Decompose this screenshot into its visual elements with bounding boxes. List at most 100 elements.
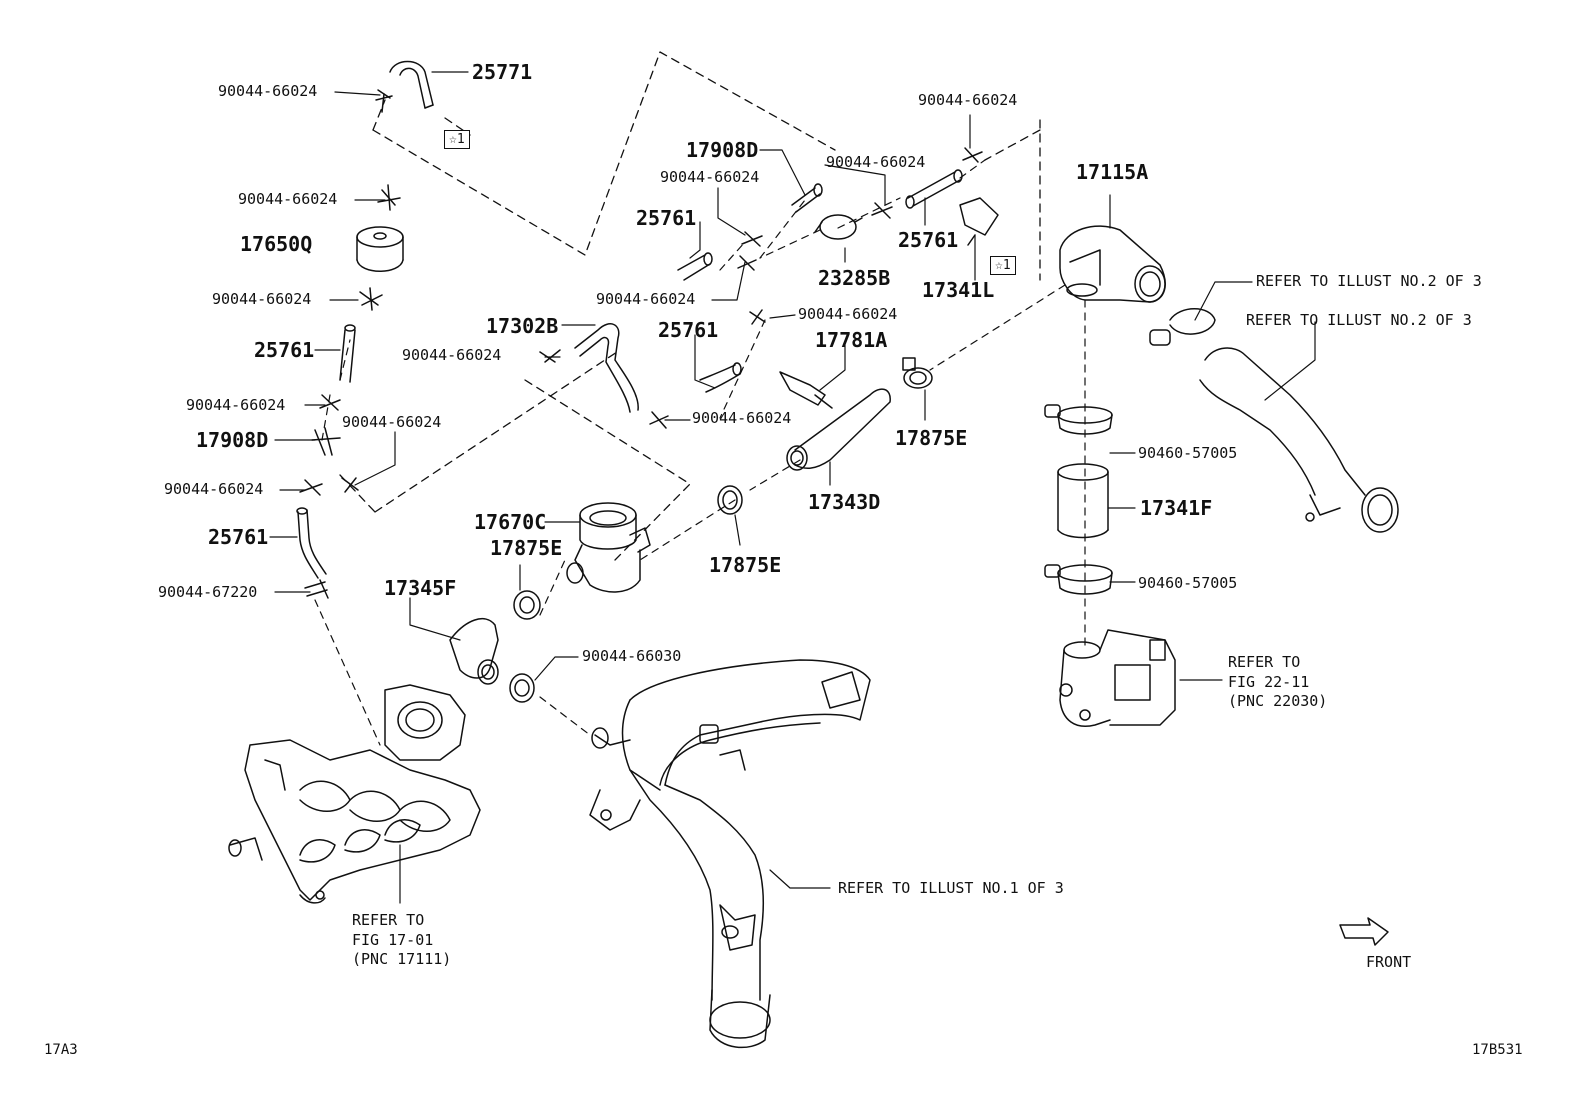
throttle-body-17115a [1059, 225, 1166, 303]
hose-25761-c [677, 252, 713, 281]
clamp-90460-b [1044, 564, 1113, 595]
label-90044-66030: 90044-66030 [582, 647, 682, 665]
label-17343d: 17343D [808, 490, 881, 514]
label-90044-66024: 90044-66024 [918, 91, 1018, 109]
pipe-17302b [574, 323, 639, 413]
clip-m [962, 147, 983, 163]
ref-illust-2-b: REFER TO ILLUST NO.2 OF 3 [1246, 311, 1472, 329]
clip-a [375, 89, 393, 113]
ref-fig-17-01: REFER TO FIG 17-01 (PNC 17111) [352, 911, 451, 970]
intake-manifold [228, 684, 481, 904]
label-17115a: 17115A [1076, 160, 1149, 184]
ref-fig-22-11-line3: (PNC 22030) [1228, 692, 1328, 710]
label-90044-66024: 90044-66024 [660, 168, 760, 186]
valve-17670c [566, 502, 651, 593]
hose-25761-e [905, 169, 963, 209]
clamp-upper-right [1149, 308, 1216, 346]
label-25761: 25761 [208, 525, 269, 549]
label-90044-66024: 90044-66024 [186, 396, 286, 414]
corner-code-left: 17A3 [44, 1042, 78, 1058]
ref-fig-22-11-line2: FIG 22-11 [1228, 672, 1310, 691]
corner-code-right: 17B531 [1472, 1042, 1523, 1058]
clip-h [741, 231, 763, 247]
label-25761: 25761 [658, 318, 719, 342]
throttle-body-fig22-11 [1059, 629, 1176, 727]
label-17650q: 17650Q [240, 232, 313, 256]
label-23285b: 23285B [818, 266, 891, 290]
clamp-90044-66030 [509, 673, 535, 703]
label-90044-66024: 90044-66024 [692, 409, 792, 427]
air-intake-duct [589, 659, 871, 1049]
clamp-17875e-b [717, 485, 743, 515]
connector-17908d-b [791, 183, 823, 213]
clip-d [319, 394, 341, 411]
ref-illust-1: REFER TO ILLUST NO.1 OF 3 [838, 879, 1064, 897]
valve-23285b [814, 214, 863, 240]
filter-17650q [356, 226, 404, 272]
label-17345f: 17345F [384, 576, 457, 600]
ref-fig-17-01-line1: REFER TO [352, 911, 425, 929]
hose-17341f [1057, 463, 1109, 539]
label-90044-66024: 90044-66024 [826, 153, 926, 171]
label-17341f: 17341F [1140, 496, 1213, 520]
hose-17343d [786, 388, 891, 471]
ref-fig-17-01-line2: FIG 17-01 [352, 930, 434, 949]
label-17875e: 17875E [895, 426, 968, 450]
label-25761: 25761 [636, 206, 697, 230]
label-90044-66024: 90044-66024 [238, 190, 338, 208]
clip-f [341, 477, 359, 493]
label-17670c: 17670C [474, 510, 547, 534]
label-90044-66024: 90044-66024 [164, 480, 264, 498]
ref-fig-22-11: REFER TO FIG 22-11 (PNC 22030) [1228, 653, 1327, 712]
label-90044-67220: 90044-67220 [158, 583, 258, 601]
clip-b [377, 184, 401, 211]
label-17875e: 17875E [709, 553, 782, 577]
star-marker-1: ☆1 [444, 130, 470, 149]
label-90044-66024: 90044-66024 [342, 413, 442, 431]
label-90044-66024: 90044-66024 [596, 290, 696, 308]
clip-e [299, 479, 323, 496]
hose-25761-a [339, 324, 356, 383]
label-25761: 25761 [254, 338, 315, 362]
clip-j [749, 309, 766, 325]
label-90044-66024: 90044-66024 [212, 290, 312, 308]
label-17875e: 17875E [490, 536, 563, 560]
hose-25761-d [699, 362, 742, 393]
clamp-17875e-c [513, 590, 541, 620]
clip-k [649, 411, 669, 429]
label-17341l: 17341L [922, 278, 995, 302]
dashed-leader-lines [314, 159, 1086, 746]
ref-illust-2-a: REFER TO ILLUST NO.2 OF 3 [1256, 272, 1482, 290]
bolt-90044-67220 [304, 579, 329, 599]
label-17781a: 17781A [815, 328, 888, 352]
vsv-17341l [959, 197, 999, 246]
label-17908d: 17908D [196, 428, 269, 452]
label-90044-66024: 90044-66024 [218, 82, 318, 100]
sensor-17781a [779, 371, 833, 409]
hose-25771 [389, 60, 434, 109]
clip-i [737, 255, 757, 271]
connector-17908d [311, 427, 341, 456]
front-arrow-icon [1339, 917, 1389, 946]
label-25771: 25771 [472, 60, 533, 84]
label-90044-66024: 90044-66024 [402, 346, 502, 364]
front-label: FRONT [1366, 953, 1412, 971]
intake-pipe-right [1199, 347, 1399, 533]
label-90460-57005: 90460-57005 [1138, 574, 1238, 592]
clamp-17875e-a [902, 357, 933, 389]
label-25761: 25761 [898, 228, 959, 252]
label-17908d: 17908D [686, 138, 759, 162]
hose-25761-b [296, 507, 327, 579]
ref-fig-22-11-line1: REFER TO [1228, 653, 1301, 671]
clamp-90460-a [1044, 404, 1113, 435]
clip-c [359, 287, 383, 311]
ref-fig-17-01-line3: (PNC 17111) [352, 950, 452, 968]
label-90044-66024: 90044-66024 [798, 305, 898, 323]
dashed-region-upper [372, 51, 836, 256]
solid-leader-lines [269, 71, 1316, 904]
hose-17345f [449, 618, 499, 685]
star-marker-2: ☆1 [990, 256, 1016, 275]
label-17302b: 17302B [486, 314, 559, 338]
